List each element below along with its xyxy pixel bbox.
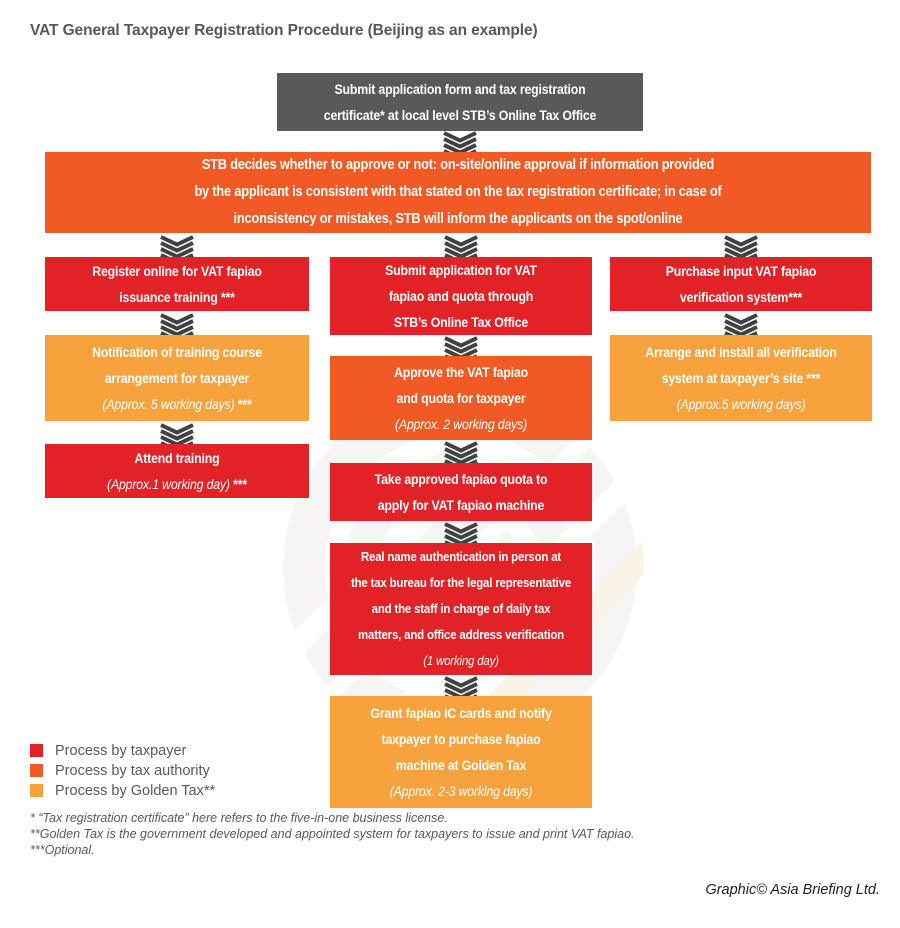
box-line: and quota for taxpayer (396, 390, 526, 406)
box-line: apply for VAT fapiao machine (377, 497, 545, 513)
legend-swatch-dark-orange (30, 764, 43, 777)
box-lines: STB decides whether to approve or not: o… (95, 152, 822, 233)
flow-box-attend-training: Attend training (Approx.1 working day) *… (45, 444, 309, 498)
box-line: Real name authentication in person at (360, 549, 562, 564)
flow-box-real-name-authentication: Real name authentication in person at th… (330, 543, 592, 675)
flow-box-training-notification: Notification of training course arrangem… (45, 335, 309, 421)
legend-swatch-light-orange (30, 784, 43, 797)
flow-box-take-quota-apply-machine: Take approved fapiao quota to apply for … (330, 463, 592, 521)
box-line: by the applicant is consistent with that… (194, 184, 722, 200)
graphic-credit: Graphic© Asia Briefing Ltd. (705, 882, 880, 898)
flow-box-install-verification-system: Arrange and install all verification sys… (610, 335, 872, 421)
box-line: Purchase input VAT fapiao (665, 263, 817, 279)
box-line: Grant fapiao IC cards and notify (370, 705, 552, 721)
box-line: Register online for VAT fapiao (92, 263, 262, 279)
legend: Process by taxpayer Process by tax autho… (30, 741, 215, 801)
box-line: and the staff in charge of daily tax (371, 601, 551, 616)
flow-box-start: Submit application form and tax registra… (277, 73, 643, 131)
box-line: certificate* at local level STB’s Online… (323, 107, 597, 123)
legend-item-taxpayer: Process by taxpayer (30, 741, 215, 760)
footnote-line: * “Tax registration certificate” here re… (30, 811, 448, 825)
box-lines: Grant fapiao IC cards and notify taxpaye… (346, 700, 577, 804)
box-line: Approve the VAT fapiao (394, 364, 528, 380)
legend-label: Process by taxpayer (55, 742, 187, 759)
box-line: issuance training *** (119, 289, 235, 305)
box-lines: Purchase input VAT fapiao verification s… (626, 258, 857, 310)
flow-box-stb-decision: STB decides whether to approve or not: o… (45, 152, 871, 233)
footnote-line: **Golden Tax is the government developed… (30, 827, 635, 841)
box-line: Submit application form and tax registra… (334, 81, 586, 97)
box-line: Notification of training course (92, 344, 262, 360)
footnotes: * “Tax registration certificate” here re… (30, 810, 635, 858)
flow-box-grant-ic-cards: Grant fapiao IC cards and notify taxpaye… (330, 696, 592, 808)
box-line: (Approx. 2 working days) (394, 416, 528, 432)
legend-swatch-red (30, 744, 43, 757)
flow-box-register-training: Register online for VAT fapiao issuance … (45, 257, 309, 311)
box-line: (Approx.1 working day) *** (107, 476, 247, 492)
legend-label: Process by Golden Tax** (55, 782, 216, 799)
footnote-line: ***Optional. (30, 843, 95, 857)
box-line: inconsistency or mistakes, STB will info… (233, 211, 683, 227)
legend-label: Process by tax authority (55, 762, 210, 779)
box-line: machine at Golden Tax (395, 757, 527, 773)
box-line: STB’s Online Tax Office (393, 314, 529, 330)
flow-box-purchase-verification-system: Purchase input VAT fapiao verification s… (610, 257, 872, 311)
box-line: verification system*** (679, 289, 803, 305)
box-line: Submit application for VAT (385, 262, 537, 278)
box-line: arrangement for taxpayer (104, 370, 250, 386)
box-lines: Submit application for VAT fapiao and qu… (346, 257, 577, 335)
box-lines: Register online for VAT fapiao issuance … (61, 258, 293, 310)
box-lines: Real name authentication in person at th… (346, 544, 577, 674)
box-line: Take approved fapiao quota to (374, 471, 548, 487)
box-line: matters, and office address verification (358, 627, 564, 642)
box-line: STB decides whether to approve or not: o… (201, 157, 715, 173)
legend-item-golden-tax: Process by Golden Tax** (30, 781, 215, 800)
box-lines: Take approved fapiao quota to apply for … (346, 466, 577, 518)
box-lines: Submit application form and tax registra… (299, 76, 621, 128)
page-title: VAT General Taxpayer Registration Proced… (30, 22, 538, 39)
box-lines: Attend training (Approx.1 working day) *… (61, 445, 293, 497)
box-line: Arrange and install all verification (645, 344, 837, 360)
flow-box-submit-fapiao-application: Submit application for VAT fapiao and qu… (330, 257, 592, 335)
box-line: (Approx. 2-3 working days) (389, 783, 533, 799)
box-line: taxpayer to purchase fapiao (381, 731, 541, 747)
box-line: system at taxpayer’s site *** (661, 370, 821, 386)
box-line: (Approx.5 working days) (676, 396, 806, 412)
box-lines: Notification of training course arrangem… (61, 339, 293, 417)
box-lines: Approve the VAT fapiao and quota for tax… (346, 359, 577, 437)
box-line: (1 working day) (423, 653, 499, 668)
box-line: the tax bureau for the legal representat… (350, 575, 572, 590)
box-line: fapiao and quota through (388, 288, 534, 304)
flow-box-approve-fapiao-quota: Approve the VAT fapiao and quota for tax… (330, 356, 592, 440)
box-line: Attend training (134, 450, 220, 466)
legend-item-tax-authority: Process by tax authority (30, 761, 215, 780)
box-lines: Arrange and install all verification sys… (626, 339, 857, 417)
box-line: (Approx. 5 working days) *** (102, 396, 252, 412)
